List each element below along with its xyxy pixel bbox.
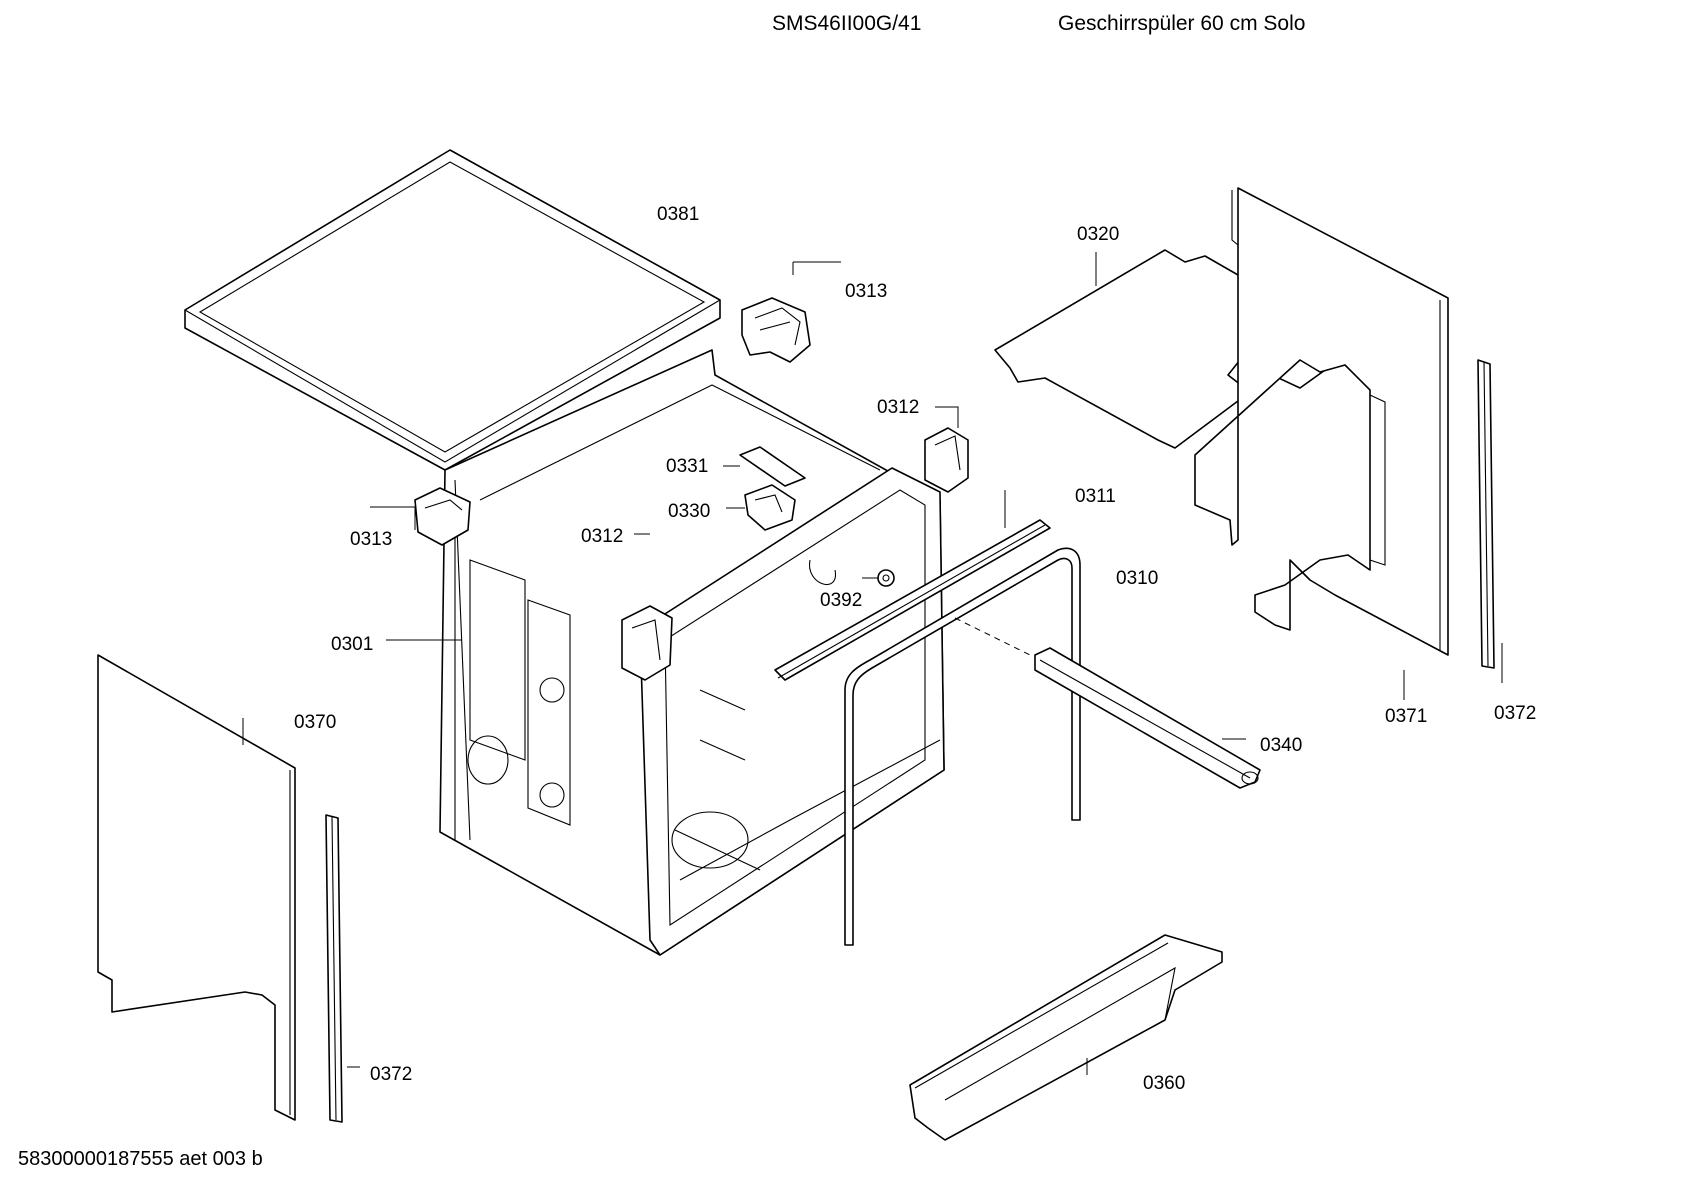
hinge-bracket-right	[924, 427, 969, 493]
tub-frame	[439, 349, 945, 956]
callout-0370: 0370	[294, 712, 336, 733]
callout-0392: 0392	[820, 590, 862, 611]
seal-strip-left	[325, 814, 343, 1123]
callout-0372-right: 0372	[1494, 703, 1536, 724]
callout-0312-mid: 0312	[581, 526, 623, 547]
latch-strip	[739, 446, 806, 487]
seal-strip-right	[1477, 359, 1495, 669]
callout-0312-top: 0312	[877, 397, 919, 418]
plinth-trim	[909, 934, 1223, 1141]
side-panel-right	[1194, 187, 1449, 656]
worktop-cover	[184, 149, 721, 471]
door-seal	[844, 547, 1081, 946]
callout-0311: 0311	[1075, 486, 1116, 507]
top-rail	[774, 519, 1051, 681]
callout-0372-left: 0372	[370, 1064, 412, 1085]
callout-0331: 0331	[666, 456, 708, 477]
callout-0313-left: 0313	[350, 529, 392, 550]
corner-bracket-top	[741, 297, 811, 363]
assembly-line	[954, 617, 1031, 656]
screw-fitting	[877, 569, 895, 587]
corner-bracket-left	[414, 487, 471, 546]
callout-0330: 0330	[668, 501, 710, 522]
callout-0371: 0371	[1385, 706, 1427, 727]
leader-lines	[242, 252, 1503, 1075]
door-panel-left	[97, 654, 296, 1121]
callout-0360: 0360	[1143, 1073, 1185, 1094]
hinge-bracket-left	[621, 605, 673, 681]
callout-0340: 0340	[1260, 735, 1302, 756]
callout-0313-top: 0313	[845, 281, 887, 302]
document-id: 58300000187555 aet 003 b	[18, 1148, 263, 1170]
callout-0381: 0381	[657, 204, 699, 225]
spray-rail	[1034, 647, 1261, 789]
callout-0310: 0310	[1116, 568, 1158, 589]
callout-0301: 0301	[331, 634, 373, 655]
model-number: SMS46II00G/41	[772, 12, 922, 35]
model-description: Geschirrspüler 60 cm Solo	[1058, 12, 1306, 35]
callout-0320: 0320	[1077, 224, 1119, 245]
latch-clip	[744, 484, 796, 531]
